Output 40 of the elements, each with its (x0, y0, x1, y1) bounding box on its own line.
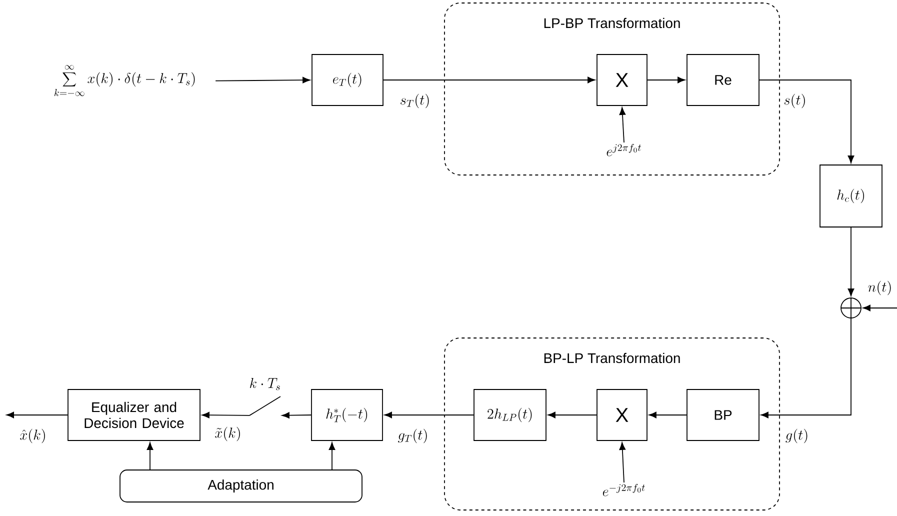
edge-label: $\hat{x}(k)$ (20, 428, 45, 444)
arrow (619, 107, 626, 143)
formula-text: $\sum_{k=-\infty}^{\infty} x(k)\cdot\delta(t-k\cdot T_s)$ (54, 65, 195, 96)
block-box: Equalizer and Decision Device (68, 389, 200, 441)
edge-label: $n(t)$ (868, 280, 891, 296)
block-box: $2h_{LP}(t)$ (474, 389, 546, 441)
arrow (648, 412, 687, 418)
arrow (6, 412, 68, 418)
arrow (383, 76, 596, 84)
arrow (619, 442, 626, 483)
arrow (384, 412, 474, 418)
arrow (146, 442, 154, 470)
block-box: $h_T^*(-t)$ (311, 389, 383, 441)
rounded-box: Adaptation (120, 470, 362, 502)
arrow (282, 412, 312, 418)
edge-label: $g_T(t)$ (398, 428, 427, 444)
block-box: $h_c(t)$ (820, 164, 882, 228)
edge-label: $s(t)$ (784, 94, 805, 108)
arrow (760, 318, 852, 418)
arrow (848, 227, 854, 296)
block-box: $e_T(t)$ (312, 54, 384, 106)
summing-junction (840, 298, 862, 318)
edge-label: $\tilde{x}(k)$ (215, 426, 240, 442)
block-box: X (596, 389, 648, 441)
arrow (215, 76, 310, 84)
formula-text: $e^{-j2\pi f_0 t}$ (602, 484, 645, 496)
switch-symbol (249, 396, 281, 416)
formula-text: $e^{j2\pi f_0 t}$ (606, 144, 642, 156)
arrow (548, 412, 597, 418)
arrow (759, 80, 854, 164)
switch-label: $k\cdot T_s$ (250, 378, 280, 390)
arrow (202, 412, 250, 418)
arrow (328, 442, 336, 470)
block-box: X (596, 54, 648, 106)
arrow (862, 304, 897, 312)
block-box: BP (686, 389, 760, 441)
arrow (647, 76, 686, 84)
block-box: Re (686, 54, 760, 106)
edge-label: $s_T(t)$ (400, 94, 429, 108)
edge-label: $g(t)$ (786, 428, 808, 444)
